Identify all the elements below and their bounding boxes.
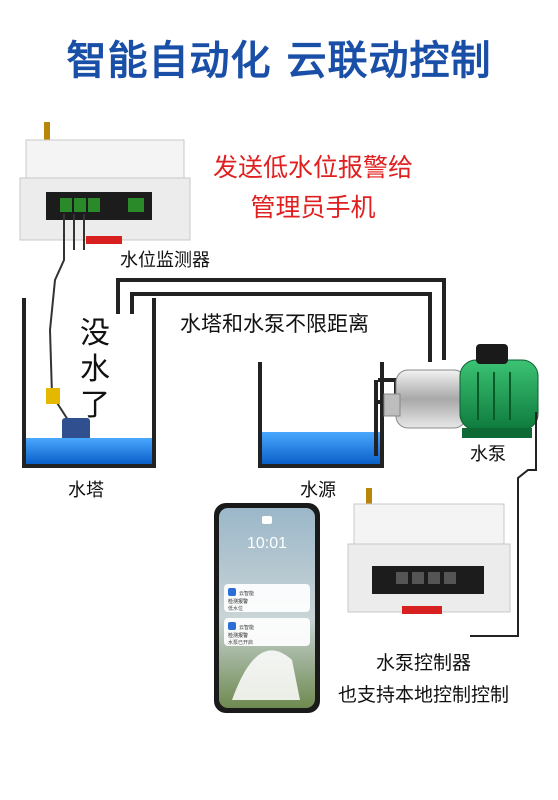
- pipe: [116, 278, 446, 456]
- water-level-detector: [19, 122, 191, 244]
- antenna-icon: [44, 122, 50, 144]
- notification-card: [224, 584, 310, 612]
- alert-text: 发送低水位报警给 管理员手机: [212, 153, 413, 222]
- pump-controller: [347, 488, 511, 614]
- notification-card: [224, 618, 310, 646]
- label-distance: 水塔和水泵不限距离: [180, 312, 369, 336]
- label-source: 水源: [300, 480, 336, 501]
- headline: 智能自动化 云联动控制: [66, 38, 492, 84]
- label-detector: 水位监测器: [120, 250, 210, 271]
- svg-text:云智能: 云智能: [239, 590, 254, 597]
- label-no-water-3: 了: [80, 388, 110, 423]
- label-no-water-1: 没: [80, 316, 110, 351]
- svg-text:低水位: 低水位: [228, 605, 243, 612]
- svg-text:水泵已开启: 水泵已开启: [228, 639, 253, 646]
- smartphone: 10:01 云智能 检测报警 低水位 云智能 检测报警 水泵已开启: [214, 503, 320, 713]
- svg-text:云智能: 云智能: [239, 624, 254, 631]
- water-tower: [22, 298, 156, 468]
- lock-icon: [262, 516, 272, 524]
- din-clip: [86, 236, 122, 244]
- label-pump: 水泵: [470, 444, 506, 465]
- label-tower: 水塔: [68, 480, 104, 501]
- terminal-box: [476, 344, 508, 364]
- water-pump: [383, 344, 539, 438]
- label-no-water-2: 水: [80, 352, 110, 387]
- din-clip: [402, 606, 442, 614]
- float-clip: [46, 388, 60, 404]
- antenna-icon: [366, 488, 372, 508]
- svg-text:检测报警: 检测报警: [228, 632, 248, 639]
- label-controller: 水泵控制器: [376, 652, 472, 674]
- phone-clock: 10:01: [247, 535, 287, 552]
- label-controller-local: 也支持本地控制控制: [338, 684, 510, 706]
- svg-text:检测报警: 检测报警: [228, 598, 248, 605]
- app-icon: [228, 588, 236, 596]
- water-source: [258, 362, 384, 468]
- app-icon: [228, 622, 236, 630]
